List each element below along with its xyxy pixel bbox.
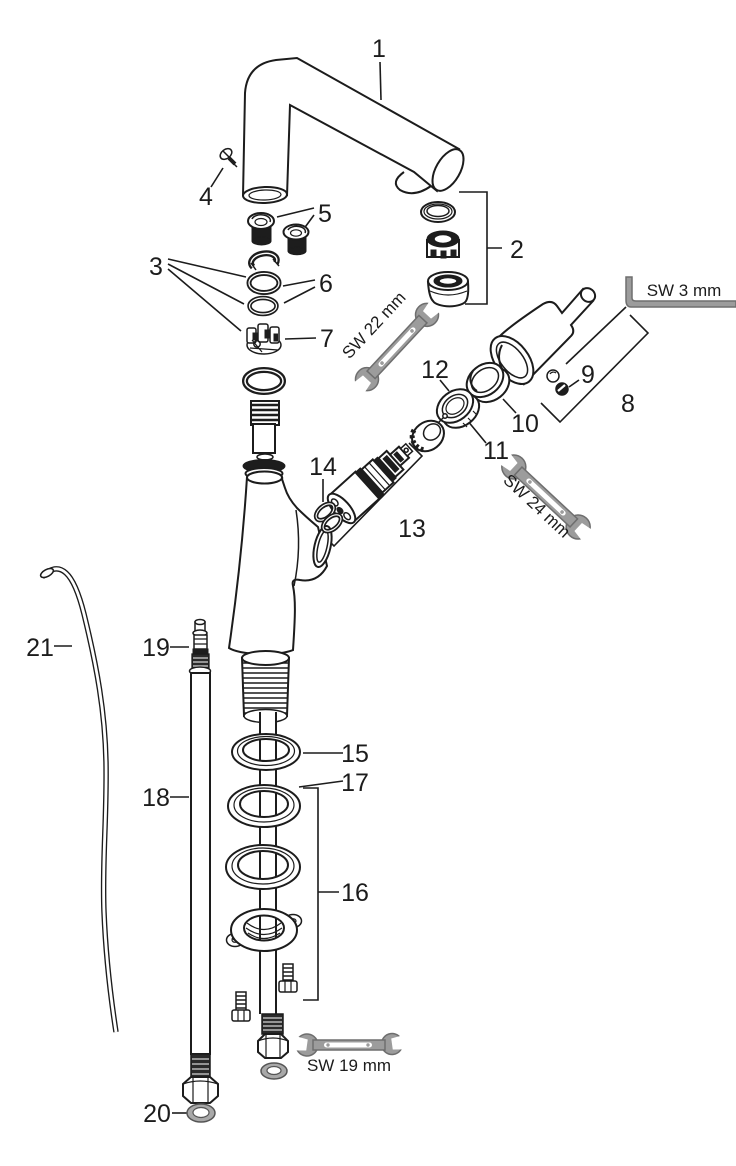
o-ring-6a	[246, 271, 282, 295]
callout-14: 14	[309, 453, 337, 481]
body-top-opening	[246, 470, 283, 485]
bracket-16	[303, 787, 339, 1001]
callout-20: 20	[143, 1100, 171, 1128]
knurled-edge	[409, 428, 425, 453]
flange-nut-16	[225, 908, 303, 952]
collar-threads	[462, 410, 478, 428]
allen-key-sw3	[625, 276, 736, 308]
o-rings-14	[313, 501, 344, 534]
faucet-body	[227, 470, 333, 656]
callout-12: 12	[421, 356, 449, 384]
hose-connector-19	[188, 618, 212, 676]
cartridge-port	[312, 524, 333, 569]
mounting-stud-left	[231, 991, 251, 1022]
washer-17	[227, 784, 302, 828]
leader-11	[466, 419, 487, 444]
washer-16	[225, 844, 302, 890]
leader-6	[282, 279, 316, 304]
leader-1	[379, 61, 382, 101]
leader-3	[167, 258, 247, 332]
callout-18: 18	[142, 784, 170, 812]
supply-hose-18	[182, 618, 219, 1104]
swivel-adapter	[242, 367, 286, 480]
leader-12	[439, 379, 450, 392]
rod-tip	[39, 567, 55, 579]
callout-4: 4	[199, 183, 213, 211]
handle-8	[489, 287, 597, 386]
callout-9: 9	[581, 361, 595, 389]
wrench-sw19	[288, 1032, 411, 1057]
leader-7	[284, 337, 317, 340]
flange-threads	[245, 922, 283, 940]
spout-seal-kit	[246, 212, 310, 355]
guide-ring-7	[246, 323, 282, 355]
hose-nut	[182, 1076, 219, 1104]
leader-9	[568, 379, 580, 388]
wrench-sw24	[494, 448, 598, 546]
callout-3: 3	[149, 253, 163, 281]
hose-tube	[190, 672, 211, 1055]
sleeve-ring-10	[465, 361, 511, 404]
spout-outlet-curl	[394, 171, 432, 195]
c-clip	[248, 250, 280, 271]
allen-key-icon	[625, 276, 736, 308]
spout	[242, 56, 465, 205]
cartridge-13	[326, 442, 414, 525]
aerator-shell	[426, 271, 470, 308]
callout-16: 16	[341, 879, 369, 907]
leader-10	[502, 398, 517, 414]
bracket-2	[459, 191, 502, 305]
o-ring-6b	[247, 295, 279, 317]
tool-label-sw3: SW 3 mm	[647, 281, 722, 300]
callout-6: 6	[319, 270, 333, 298]
tool-label-sw19: SW 19 mm	[307, 1056, 391, 1075]
wrench-sw22	[348, 295, 446, 399]
set-screw-9	[546, 369, 569, 396]
pull-rod-21	[39, 566, 119, 1033]
aerator-seal	[420, 201, 456, 223]
callout-15: 15	[341, 740, 369, 768]
insert-5b	[282, 223, 310, 256]
threaded-rod	[259, 712, 277, 1014]
o-ring-large	[242, 367, 286, 395]
rod-hose-end	[257, 1013, 289, 1080]
aerator-insert	[426, 230, 460, 259]
dome-nut-11	[409, 413, 448, 453]
callout-19: 19	[142, 634, 170, 662]
mounting-stud-right	[278, 963, 298, 993]
washer-15	[231, 733, 302, 771]
lever-end-cap	[579, 287, 597, 303]
washer-20	[186, 1103, 216, 1123]
insert-5a	[247, 212, 275, 246]
grub-screw-4	[219, 147, 238, 168]
spout-end-cap	[431, 148, 465, 192]
leader-17	[298, 780, 344, 788]
collar-12-11	[435, 388, 481, 429]
aerator-assembly-2	[420, 201, 470, 308]
leader-sw3	[565, 306, 627, 365]
callout-11: 11	[483, 437, 509, 465]
leader-4	[210, 167, 224, 188]
callout-8: 8	[621, 390, 635, 418]
leader-lines	[54, 61, 650, 1114]
callout-labels: 1 2 3 4 5 6 7 8 9 10 11 12 13 14 15 16 1…	[26, 35, 635, 1128]
body-outlet-junction	[293, 509, 300, 587]
callout-13: 13	[398, 515, 426, 543]
callout-5: 5	[318, 200, 332, 228]
callout-2: 2	[510, 236, 524, 264]
bracket-8	[540, 314, 650, 424]
callout-7: 7	[320, 325, 334, 353]
callout-17: 17	[341, 769, 369, 797]
callout-1: 1	[372, 35, 386, 63]
threaded-shank	[240, 650, 291, 724]
callout-21: 21	[26, 634, 54, 662]
callout-10: 10	[511, 410, 539, 438]
